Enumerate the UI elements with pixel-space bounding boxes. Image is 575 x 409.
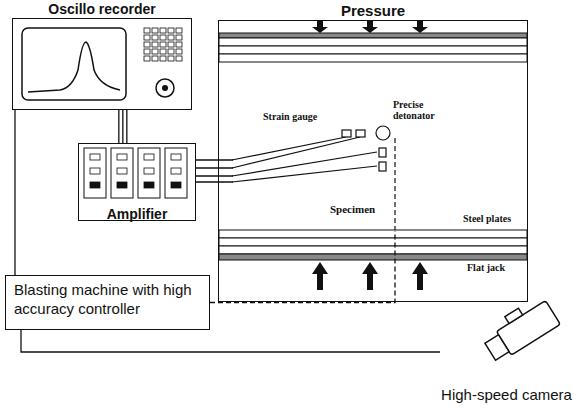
camera-symbol xyxy=(479,294,561,364)
pressure-arrows xyxy=(312,21,428,290)
connector-wire xyxy=(196,160,233,182)
knob xyxy=(156,79,174,97)
connector-wire xyxy=(119,110,127,143)
detonator-wire xyxy=(394,138,395,230)
connector-wire xyxy=(210,231,395,303)
part-label: Strain gauge xyxy=(262,112,318,123)
pressure-frame: PressureSpecimen xyxy=(218,20,528,302)
keypad xyxy=(144,28,182,61)
connector-wire xyxy=(14,110,15,275)
recorder-box: Oscillo recorder xyxy=(12,18,192,110)
amplifier-box: Amplifier xyxy=(78,143,196,221)
connector-wire xyxy=(21,330,440,352)
blasting-machine-box: Blasting machine with high accuracy cont… xyxy=(5,275,210,330)
signal-curve xyxy=(28,42,120,92)
part-label: Precise detonator xyxy=(392,100,454,121)
oscillo-screen xyxy=(22,28,126,100)
gauges xyxy=(232,126,390,182)
specimen-region: Specimen xyxy=(233,63,515,231)
node-label: Pressure xyxy=(219,2,527,19)
node-label: Oscillo recorder xyxy=(13,1,191,17)
node-label: Blasting machine with high accuracy cont… xyxy=(14,281,201,319)
steel-plates xyxy=(219,33,527,260)
node-label: High-speed camera xyxy=(440,386,573,403)
part-label: Flat jack xyxy=(466,263,506,274)
node-label: Specimen xyxy=(329,203,376,215)
camera-node: High-speed camera xyxy=(440,300,573,405)
amplifier-channels xyxy=(84,148,187,198)
part-label: Steel plates xyxy=(462,214,512,225)
knob-center xyxy=(162,85,168,91)
node-label: Amplifier xyxy=(69,206,205,222)
